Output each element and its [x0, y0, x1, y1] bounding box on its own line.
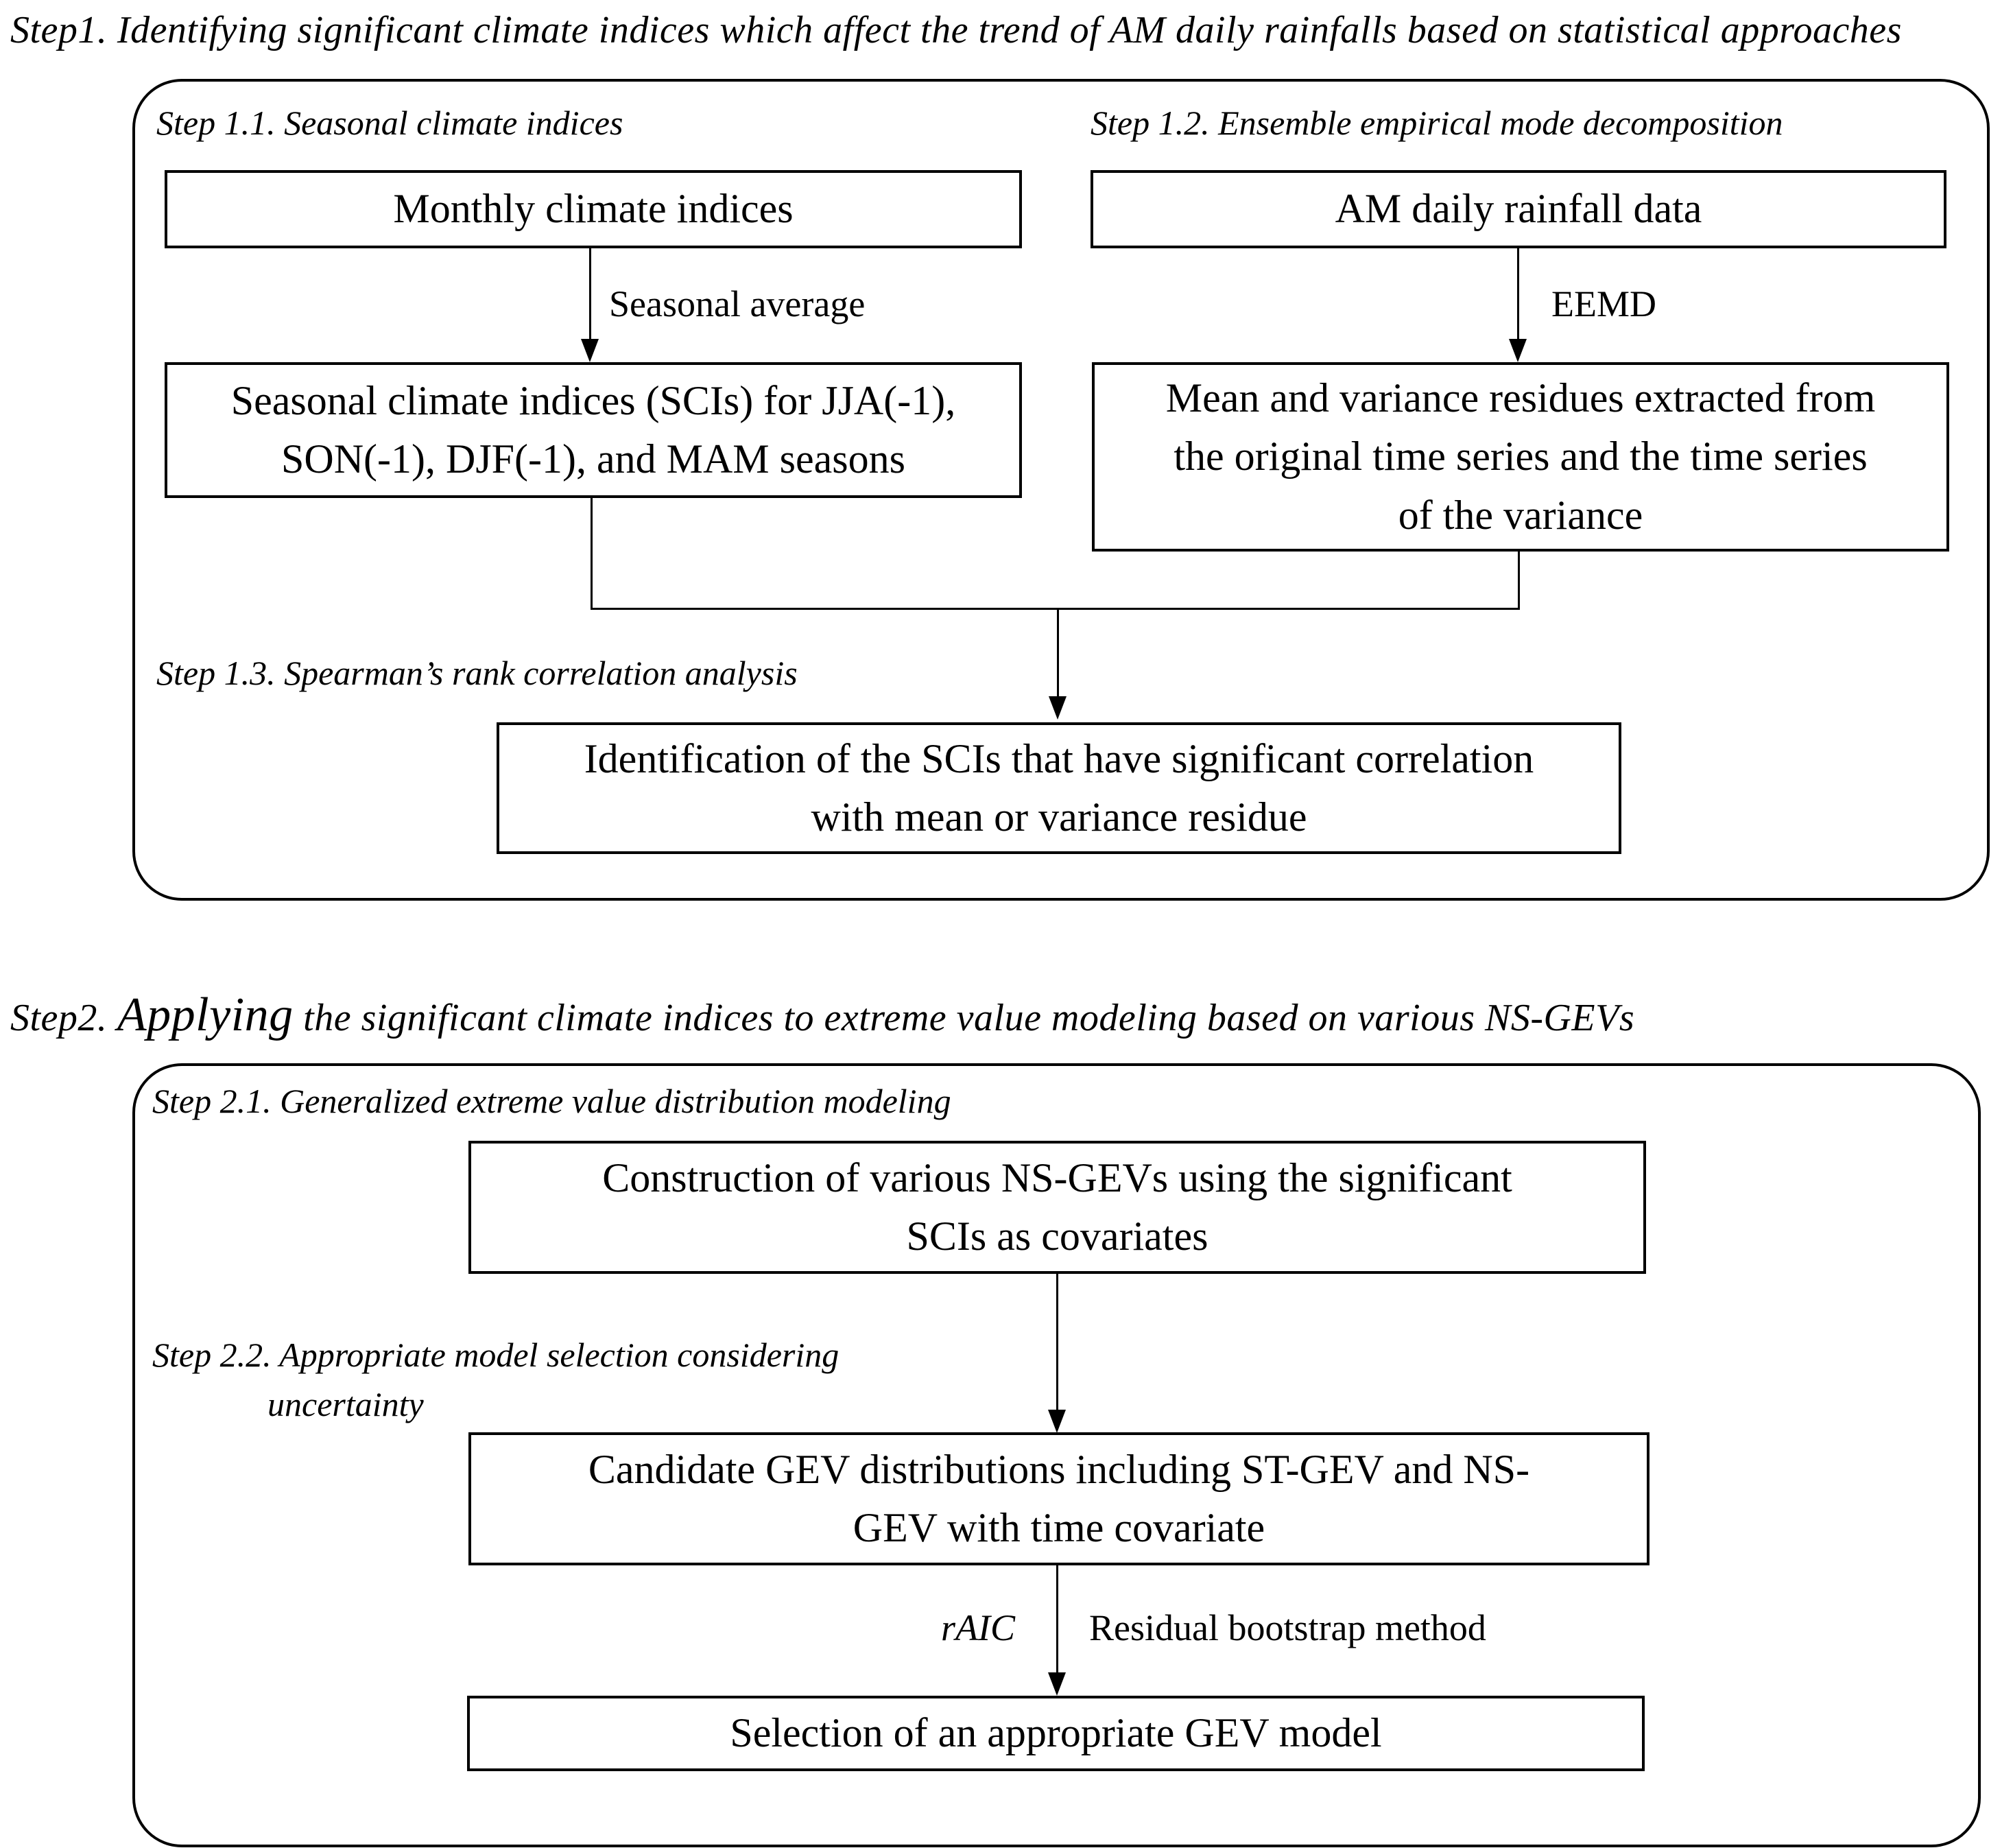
- step2-2-label-line1: Step 2.2. Appropriate model selection co…: [152, 1336, 839, 1374]
- seasonal-average-label: Seasonal average: [609, 283, 866, 324]
- seasonal-average-arrow-line: [589, 248, 591, 340]
- raic-label: rAIC: [941, 1607, 1015, 1648]
- arrow-down-icon: [1048, 1410, 1066, 1433]
- box-text-line: AM daily rainfall data: [1335, 186, 1702, 232]
- arrow-down-icon: [1049, 696, 1067, 720]
- box-text-line: SCIs as covariates: [906, 1213, 1208, 1259]
- box-text-line: Construction of various NS-GEVs using th…: [602, 1154, 1512, 1200]
- step2-title-prefix: Step2.: [10, 997, 117, 1039]
- merge-connector-left-line: [591, 498, 593, 610]
- merge-connector-horizontal-line: [591, 608, 1520, 610]
- selection-box: Selection of an appropriate GEV model: [467, 1696, 1645, 1771]
- step2-1-label: Step 2.1. Generalized extreme value dist…: [152, 1082, 951, 1120]
- box-text-line: Candidate GEV distributions including ST…: [588, 1446, 1530, 1492]
- arrow-down-icon: [581, 339, 599, 362]
- eemd-arrow-line: [1517, 248, 1519, 340]
- box-text-line: Identification of the SCIs that have sig…: [584, 735, 1534, 781]
- mean-variance-residues-box: Mean and variance residues extracted fro…: [1092, 362, 1949, 552]
- residual-bootstrap-label: Residual bootstrap method: [1089, 1607, 1486, 1648]
- step2-title-emphasis: Applying: [117, 988, 294, 1041]
- box-text-line: SON(-1), DJF(-1), and MAM seasons: [281, 436, 905, 482]
- step1-panel: [132, 79, 1990, 901]
- monthly-climate-indices-box: Monthly climate indices: [165, 170, 1022, 248]
- step2-2-label-line2: uncertainty: [267, 1385, 424, 1423]
- am-daily-rainfall-box: AM daily rainfall data: [1091, 170, 1946, 248]
- step1-2-label: Step 1.2. Ensemble empirical mode decomp…: [1091, 104, 1783, 142]
- step1-3-label: Step 1.3. Spearman’s rank correlation an…: [156, 654, 798, 692]
- step1-1-label: Step 1.1. Seasonal climate indices: [156, 104, 623, 142]
- box-text-line: Selection of an appropriate GEV model: [730, 1710, 1382, 1756]
- arrow-down-icon: [1509, 339, 1527, 362]
- construction-to-candidate-arrow-line: [1056, 1274, 1058, 1410]
- step2-title-rest: the significant climate indices to extre…: [293, 997, 1635, 1039]
- arrow-down-icon: [1048, 1672, 1066, 1696]
- box-text-line: the original time series and the time se…: [1174, 434, 1868, 479]
- step1-title: Step1. Identifying significant climate i…: [10, 9, 1902, 51]
- box-text-line: GEV with time covariate: [853, 1505, 1265, 1550]
- step2-title: Step2. Applying the significant climate …: [10, 988, 1634, 1043]
- box-text-line: Seasonal climate indices (SCIs) for JJA(…: [230, 377, 956, 423]
- candidate-to-selection-arrow-line: [1056, 1565, 1058, 1672]
- box-text-line: Mean and variance residues extracted fro…: [1165, 375, 1876, 421]
- seasonal-climate-indices-box: Seasonal climate indices (SCIs) for JJA(…: [165, 362, 1022, 498]
- box-text-line: of the variance: [1398, 492, 1643, 538]
- merge-connector-right-line: [1518, 552, 1520, 610]
- merge-arrow-line: [1057, 608, 1059, 696]
- eemd-label: EEMD: [1551, 283, 1656, 324]
- candidate-box: Candidate GEV distributions including ST…: [468, 1432, 1649, 1565]
- box-text-line: Monthly climate indices: [393, 186, 794, 232]
- box-text-line: with mean or variance residue: [811, 794, 1307, 840]
- construction-box: Construction of various NS-GEVs using th…: [468, 1141, 1646, 1274]
- identification-box: Identification of the SCIs that have sig…: [497, 722, 1621, 854]
- step2-panel: [132, 1063, 1981, 1847]
